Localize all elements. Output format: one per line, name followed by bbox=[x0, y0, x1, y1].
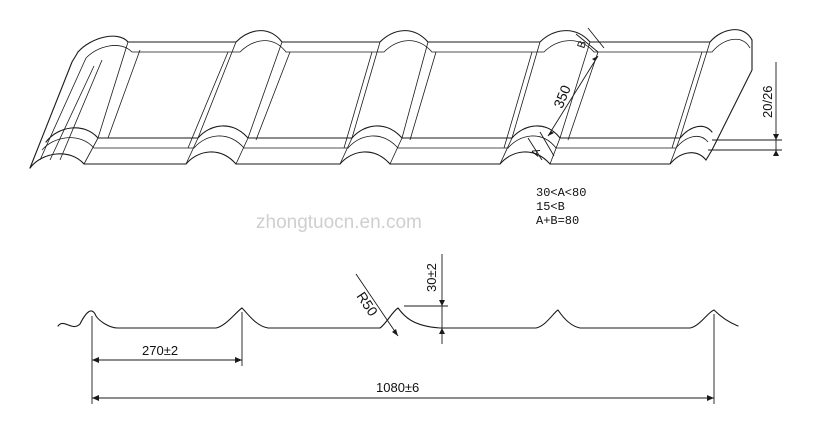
dim-a: A bbox=[527, 131, 555, 161]
label-r50: R50 bbox=[354, 289, 382, 319]
label-width: 1080±6 bbox=[376, 380, 419, 395]
tile-left-end bbox=[29, 51, 79, 169]
watermark: zhongtuocn.en.com bbox=[256, 212, 422, 233]
note-1: 30<A<80 bbox=[536, 186, 586, 200]
pitch-annotation: 270±2 bbox=[91, 312, 243, 404]
label-height: 30±2 bbox=[424, 263, 439, 292]
tile-3d-view: B 350 A 20/26 bbox=[29, 27, 782, 169]
width-annotation: 1080±6 bbox=[92, 314, 715, 404]
profile-line bbox=[57, 307, 739, 329]
notes: 30<A<80 15<B A+B=80 bbox=[536, 186, 586, 228]
radius-annotation: R50 bbox=[354, 273, 399, 337]
dim-b: B bbox=[575, 27, 605, 53]
dim-thickness: 20/26 bbox=[708, 62, 782, 156]
label-b: B bbox=[575, 39, 589, 50]
tile-right-end bbox=[705, 39, 753, 161]
note-2: 15<B bbox=[536, 200, 565, 214]
tile-top-edge-inner bbox=[85, 39, 751, 59]
tile-left-end-inner bbox=[39, 57, 103, 161]
tile-ribs bbox=[83, 41, 711, 165]
profile-view: R50 30±2 270±2 1080±6 bbox=[57, 254, 739, 404]
note-3: A+B=80 bbox=[536, 214, 579, 228]
label-pitch: 270±2 bbox=[142, 343, 178, 358]
height-annotation: 30±2 bbox=[404, 254, 448, 344]
label-a: A bbox=[529, 147, 543, 158]
dim-350: 350 bbox=[547, 55, 599, 137]
tile-top-edge bbox=[77, 29, 753, 53]
tile-front-step bbox=[45, 125, 713, 143]
label-thickness: 20/26 bbox=[760, 85, 775, 118]
tile-bottom-edge bbox=[29, 151, 707, 169]
